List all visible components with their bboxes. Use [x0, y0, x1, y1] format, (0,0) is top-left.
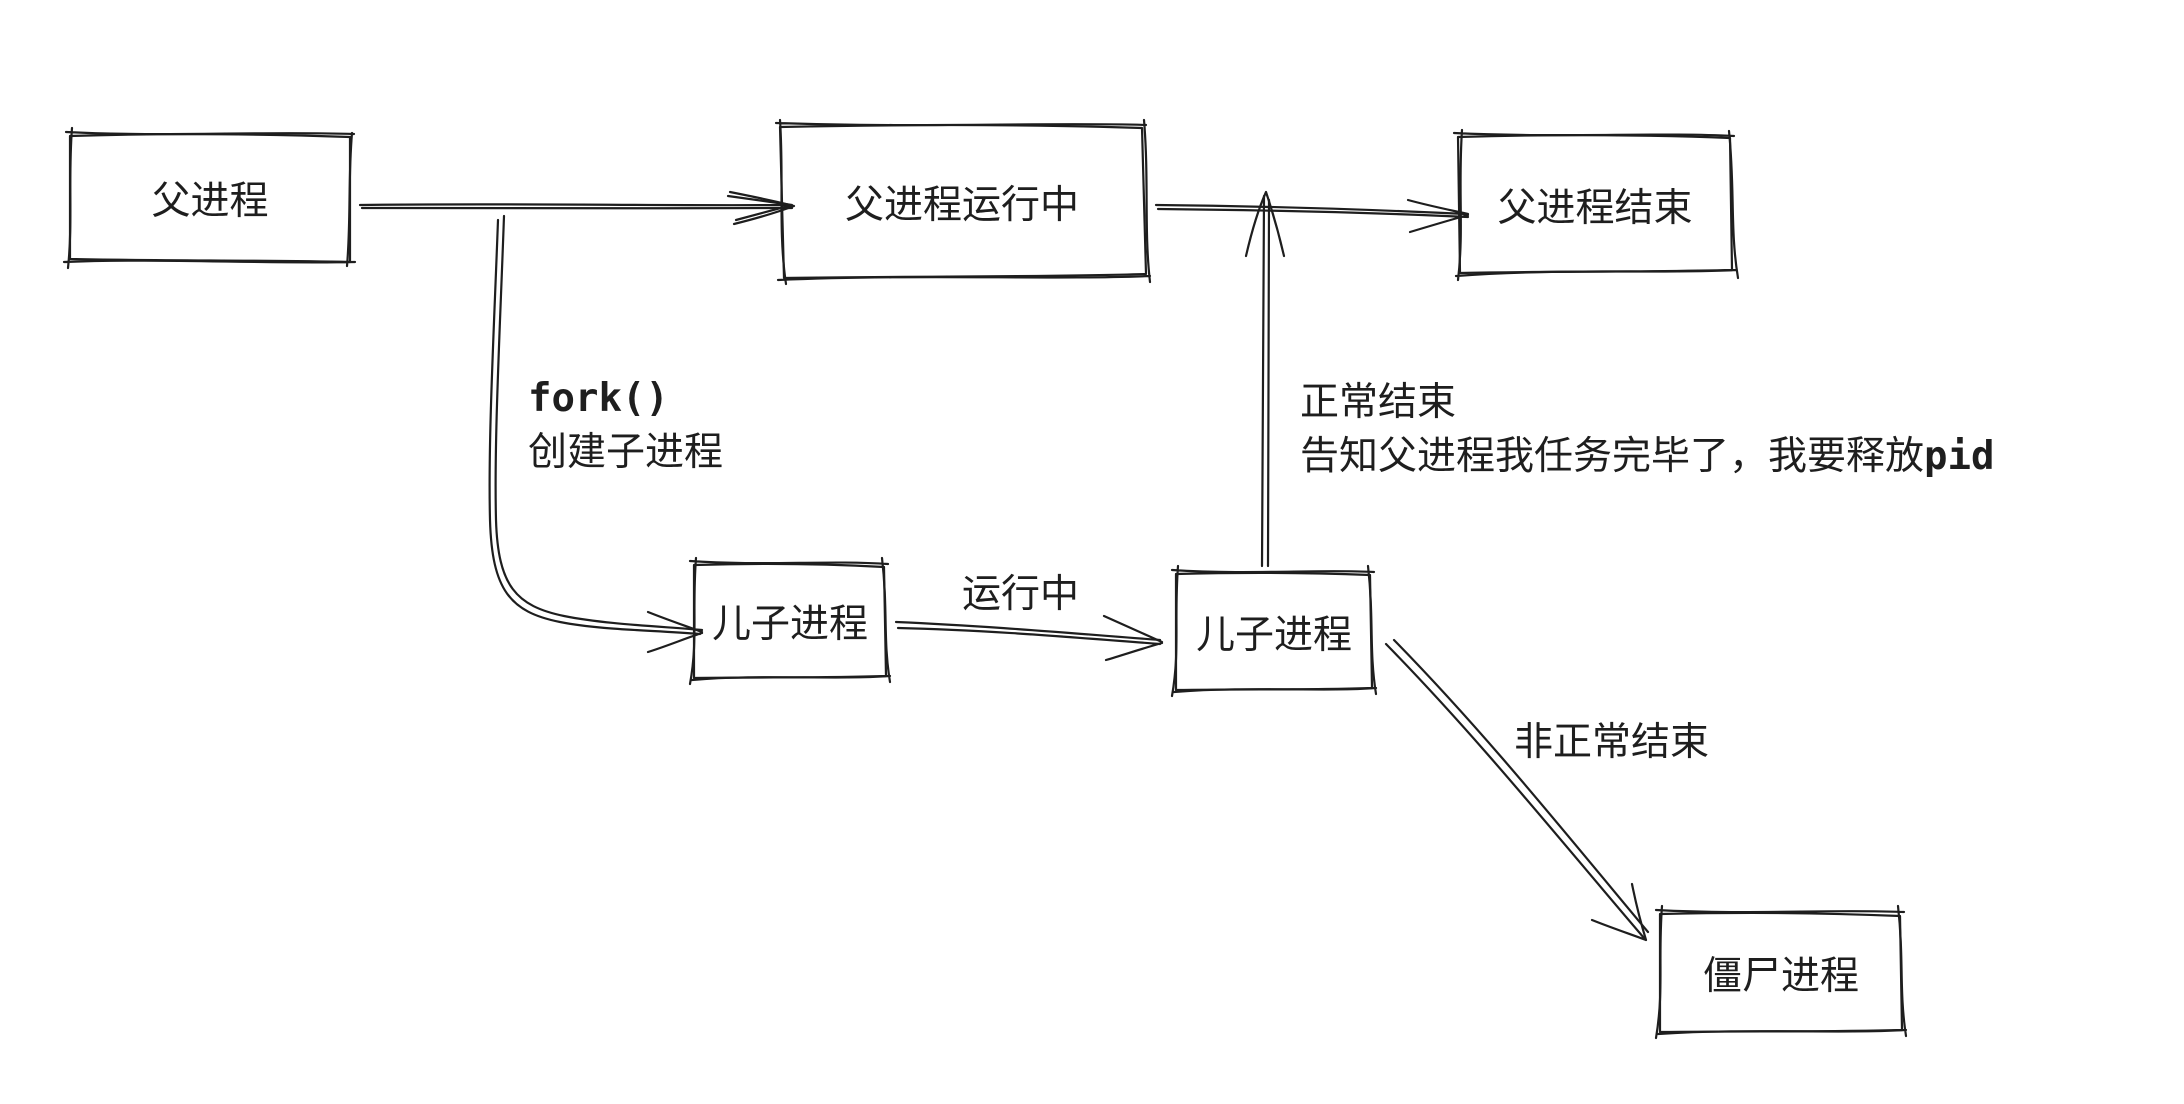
label-zombie-process: 僵尸进程 [1702, 954, 1859, 999]
box-child-process-2[interactable] [1170, 564, 1378, 698]
label-child-process-2: 儿子进程 [1195, 613, 1352, 658]
box-child-process-1[interactable] [688, 556, 892, 686]
fork-desc-text: 创建子进程 [528, 430, 724, 475]
label-child-process-1: 儿子进程 [711, 602, 868, 647]
box-parent-end[interactable] [1452, 128, 1740, 282]
arrow-child-running [894, 614, 1164, 662]
normal-exit-desc-prefix: 告知父进程我任务完毕了，我要释放 [1300, 434, 1925, 479]
normal-exit-title: 正常结束 [1300, 380, 1457, 425]
label-parent-end: 父进程结束 [1497, 185, 1693, 231]
arrow-parent-to-running [358, 190, 796, 226]
fork-call-text: fork() [528, 376, 669, 421]
arrow-abnormal-exit [1384, 638, 1650, 942]
label-parent-running: 父进程运行中 [844, 183, 1079, 228]
arrow-normal-exit [1244, 190, 1286, 568]
arrow-fork [488, 214, 704, 654]
arrow-running-to-end [1154, 198, 1470, 234]
box-parent-process[interactable] [62, 126, 357, 270]
normal-exit-desc-code: pid [1924, 434, 1995, 479]
box-zombie-process[interactable] [1654, 904, 1908, 1040]
edge-label-abnormal-exit: 非正常结束 [1514, 720, 1710, 765]
box-parent-running[interactable] [774, 118, 1152, 286]
edge-label-child-running: 运行中 [962, 572, 1080, 617]
normal-exit-desc: 告知父进程我任务完毕了，我要释放pid [1300, 430, 1994, 484]
edge-label-fork: fork() 创建子进程 [528, 372, 723, 480]
edge-label-normal-exit: 正常结束 告知父进程我任务完毕了，我要释放pid [1300, 376, 1994, 484]
label-parent-process: 父进程 [151, 179, 269, 224]
